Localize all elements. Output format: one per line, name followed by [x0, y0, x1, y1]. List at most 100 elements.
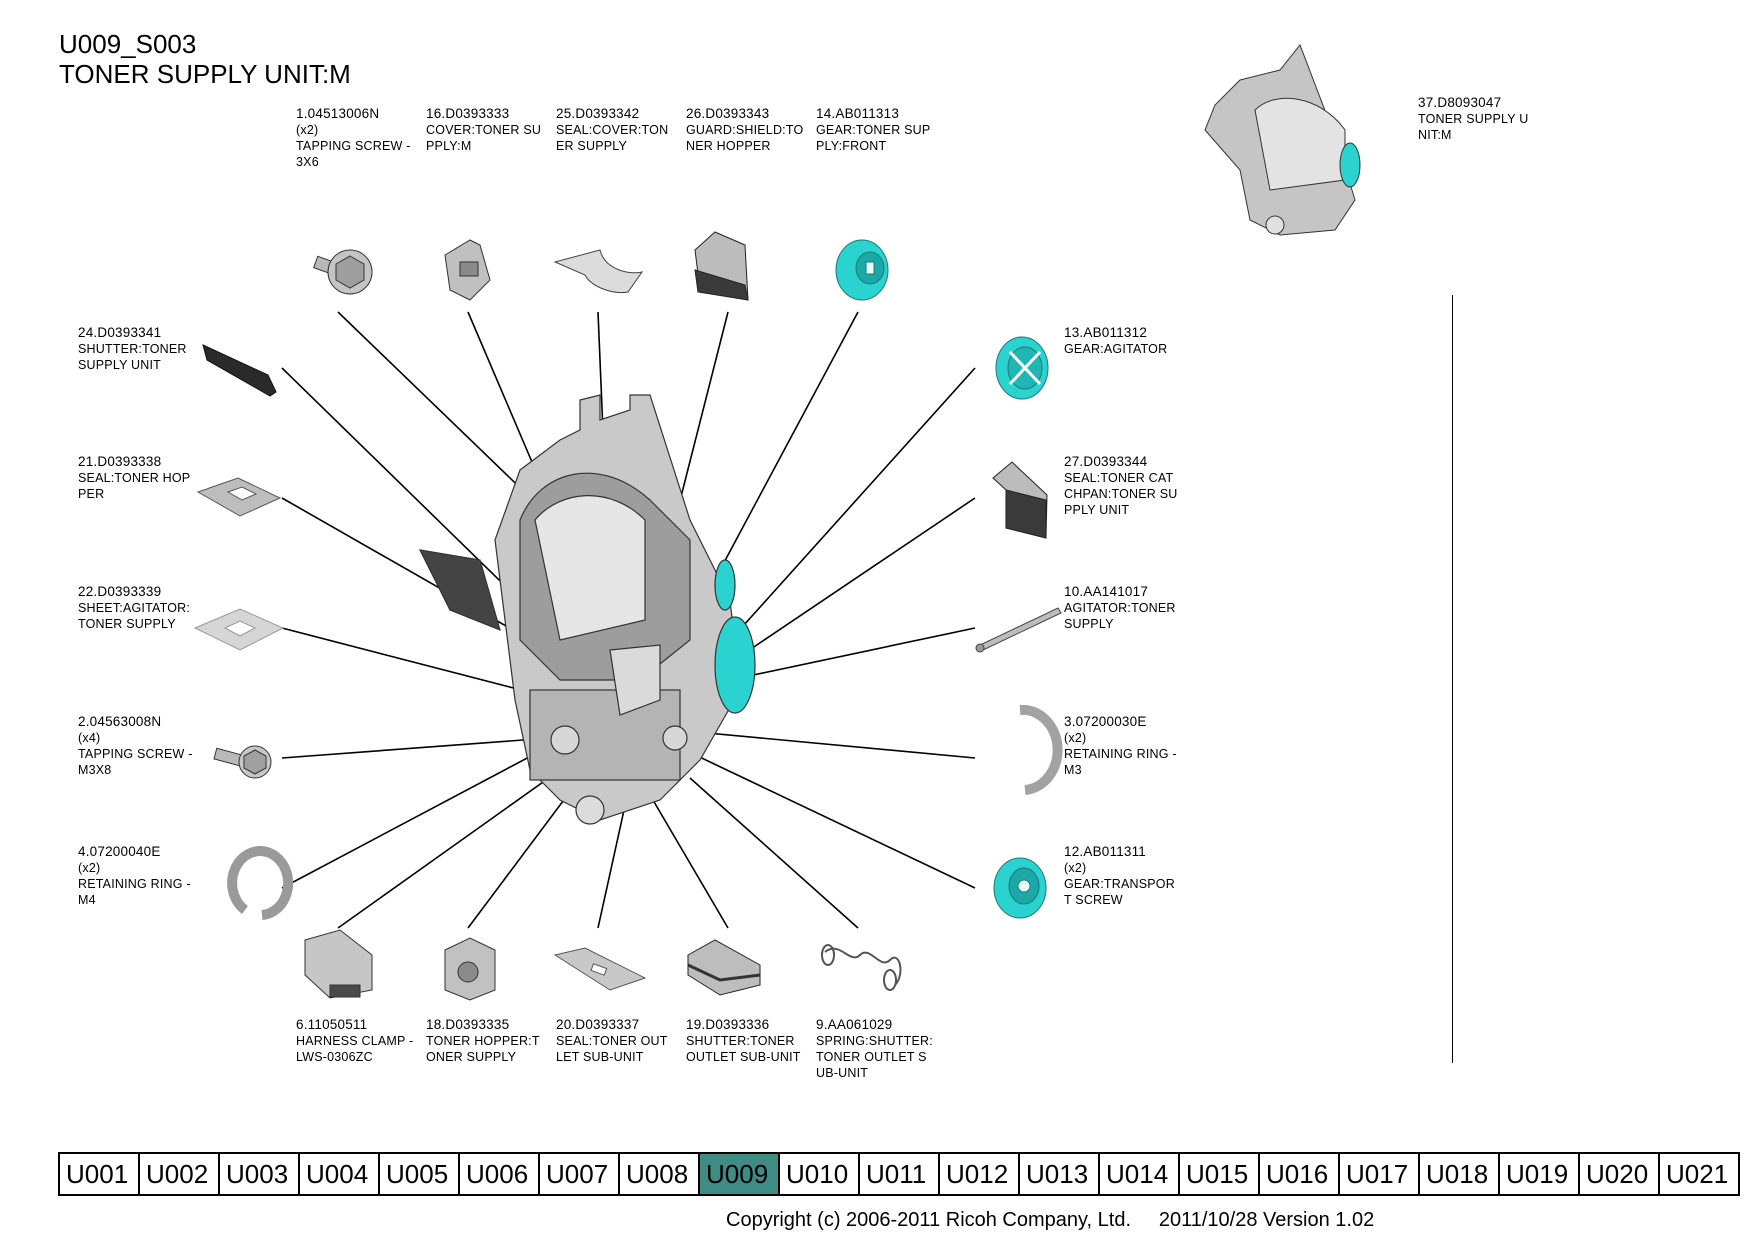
part-desc-line: ER SUPPLY	[556, 139, 628, 153]
part-desc-line: M4	[78, 893, 96, 907]
leader-line	[281, 737, 566, 889]
part-label-1: 1.04513006N (x2) TAPPING SCREW - 3X6	[296, 106, 411, 170]
nav-unit-u014[interactable]: U014	[1100, 1154, 1180, 1194]
part-number: 27.D0393344	[1064, 454, 1148, 469]
nav-unit-u007[interactable]: U007	[540, 1154, 620, 1194]
part-desc-line: M3X8	[78, 763, 112, 777]
part-number: 9.AA061029	[816, 1017, 893, 1032]
part-label-21: 21.D0393338 SEAL:TONER HOP PER	[78, 454, 190, 502]
unit-code: U009_S003	[59, 29, 197, 59]
shutter-toner-outlet-illustration	[687, 939, 761, 996]
nav-unit-u003[interactable]: U003	[220, 1154, 300, 1194]
part-desc-line: SEAL:TONER CAT	[1064, 471, 1174, 485]
part-desc-line: 3X6	[296, 155, 319, 169]
exploded-diagram	[193, 44, 1361, 1001]
nav-unit-u005[interactable]: U005	[380, 1154, 460, 1194]
part-number: 12.AB011311	[1064, 844, 1147, 859]
part-qty: (x2)	[1064, 731, 1087, 745]
part-desc-line: UB-UNIT	[816, 1066, 869, 1080]
part-number: 2.04563008N	[78, 714, 162, 729]
tapping-screw-3x6-illustration	[313, 249, 373, 295]
separator-line	[1452, 295, 1453, 1063]
part-desc-line: TAPPING SCREW -	[78, 747, 193, 761]
leader-line	[689, 777, 859, 929]
part-label-9: 9.AA061029 SPRING:SHUTTER: TONER OUTLET …	[816, 1017, 933, 1081]
retaining-ring-m4-illustration	[227, 846, 294, 920]
unit-nav-bar: U001 U002 U003 U004 U005 U006 U007 U008 …	[58, 1152, 1740, 1196]
seal-toner-outlet-illustration	[553, 947, 647, 991]
part-number: 4.07200040E	[78, 844, 161, 859]
part-label-25: 25.D0393342 SEAL:COVER:TON ER SUPPLY	[556, 106, 668, 154]
part-label-26: 26.D0393343 GUARD:SHIELD:TO NER HOPPER	[686, 106, 803, 154]
leader-line	[707, 367, 976, 666]
copyright-text: Copyright (c) 2006-2011 Ricoh Company, L…	[726, 1209, 1132, 1231]
part-number: 1.04513006N	[296, 106, 380, 121]
nav-unit-u016[interactable]: U016	[1260, 1154, 1340, 1194]
part-label-16: 16.D0393333 COVER:TONER SU PPLY:M	[426, 106, 541, 154]
nav-unit-u015[interactable]: U015	[1180, 1154, 1260, 1194]
nav-unit-u013[interactable]: U013	[1020, 1154, 1100, 1194]
nav-unit-u009-active[interactable]: U009	[700, 1154, 780, 1194]
nav-unit-u010[interactable]: U010	[780, 1154, 860, 1194]
retaining-ring-m3-illustration	[1019, 704, 1063, 795]
nav-unit-u002[interactable]: U002	[140, 1154, 220, 1194]
part-desc-line: PPLY UNIT	[1064, 503, 1130, 517]
toner-hopper-illustration	[444, 937, 496, 1001]
nav-unit-u004[interactable]: U004	[300, 1154, 380, 1194]
part-label-10: 10.AA141017 AGITATOR:TONER SUPPLY	[1064, 584, 1176, 632]
part-qty: (x2)	[78, 861, 101, 875]
assembly-label: 37.D8093047 TONER SUPPLY U NIT:M	[1418, 95, 1528, 143]
part-number: 3.07200030E	[1064, 714, 1147, 729]
nav-unit-u018[interactable]: U018	[1420, 1154, 1500, 1194]
leader-line	[337, 311, 539, 506]
nav-unit-u021[interactable]: U021	[1660, 1154, 1740, 1194]
part-label-4: 4.07200040E (x2) RETAINING RING - M4	[78, 844, 191, 908]
part-desc-line: OUTLET SUB-UNIT	[686, 1050, 801, 1064]
version-text: 2011/10/28 Version 1.02	[1158, 1209, 1375, 1231]
part-desc-line: SUPPLY	[1064, 617, 1114, 631]
nav-unit-u011[interactable]: U011	[860, 1154, 940, 1194]
part-desc-line: NER HOPPER	[686, 139, 771, 153]
assembly-thumbnail	[1204, 44, 1361, 236]
main-assembly-illustration	[418, 394, 756, 825]
nav-unit-u017[interactable]: U017	[1340, 1154, 1420, 1194]
nav-unit-u008[interactable]: U008	[620, 1154, 700, 1194]
part-number: 21.D0393338	[78, 454, 162, 469]
part-desc-line: GEAR:TRANSPOR	[1064, 877, 1175, 891]
part-label-20: 20.D0393337 SEAL:TONER OUT LET SUB-UNIT	[556, 1017, 668, 1065]
gear-agitator-illustration	[995, 336, 1049, 400]
part-desc-line: RETAINING RING -	[78, 877, 191, 891]
nav-unit-u020[interactable]: U020	[1580, 1154, 1660, 1194]
nav-unit-u012[interactable]: U012	[940, 1154, 1020, 1194]
sheet-agitator-illustration	[193, 608, 285, 651]
part-desc-line: PLY:FRONT	[816, 139, 887, 153]
part-number: 20.D0393337	[556, 1017, 640, 1032]
part-desc-line: PPLY:M	[426, 139, 472, 153]
part-label-3: 3.07200030E (x2) RETAINING RING - M3	[1064, 714, 1177, 778]
part-desc-line: SHEET:AGITATOR:	[78, 601, 191, 615]
leader-line	[597, 791, 629, 929]
part-qty: (x4)	[78, 731, 101, 745]
part-label-18: 18.D0393335 TONER HOPPER:T ONER SUPPLY	[426, 1017, 540, 1065]
leader-line	[674, 729, 976, 759]
agitator-toner-supply-illustration	[975, 607, 1062, 653]
part-desc-line: GEAR:AGITATOR	[1064, 342, 1168, 356]
nav-unit-u001[interactable]: U001	[60, 1154, 140, 1194]
part-label-14: 14.AB011313 GEAR:TONER SUP PLY:FRONT	[816, 106, 930, 154]
part-number: 26.D0393343	[686, 106, 770, 121]
part-number: 25.D0393342	[556, 106, 640, 121]
guard-shield-toner-hopper-illustration	[694, 231, 749, 301]
seal-toner-catchpan-illustration	[992, 461, 1048, 539]
nav-unit-u019[interactable]: U019	[1500, 1154, 1580, 1194]
part-label-12: 12.AB011311 (x2) GEAR:TRANSPOR T SCREW	[1064, 844, 1175, 908]
part-number: 14.AB011313	[816, 106, 900, 121]
part-label-6: 6.11050511 HARNESS CLAMP - LWS-0306ZC	[296, 1017, 413, 1065]
part-desc-line: SUPPLY UNIT	[78, 358, 162, 372]
gear-toner-supply-front-illustration	[835, 239, 889, 301]
part-label-2: 2.04563008N (x4) TAPPING SCREW - M3X8	[78, 714, 193, 778]
assembly-desc-line: NIT:M	[1418, 128, 1452, 142]
part-number: 19.D0393336	[686, 1017, 770, 1032]
nav-unit-u006[interactable]: U006	[460, 1154, 540, 1194]
part-desc-line: HARNESS CLAMP -	[296, 1034, 414, 1048]
part-label-24: 24.D0393341 SHUTTER:TONER SUPPLY UNIT	[78, 325, 187, 373]
